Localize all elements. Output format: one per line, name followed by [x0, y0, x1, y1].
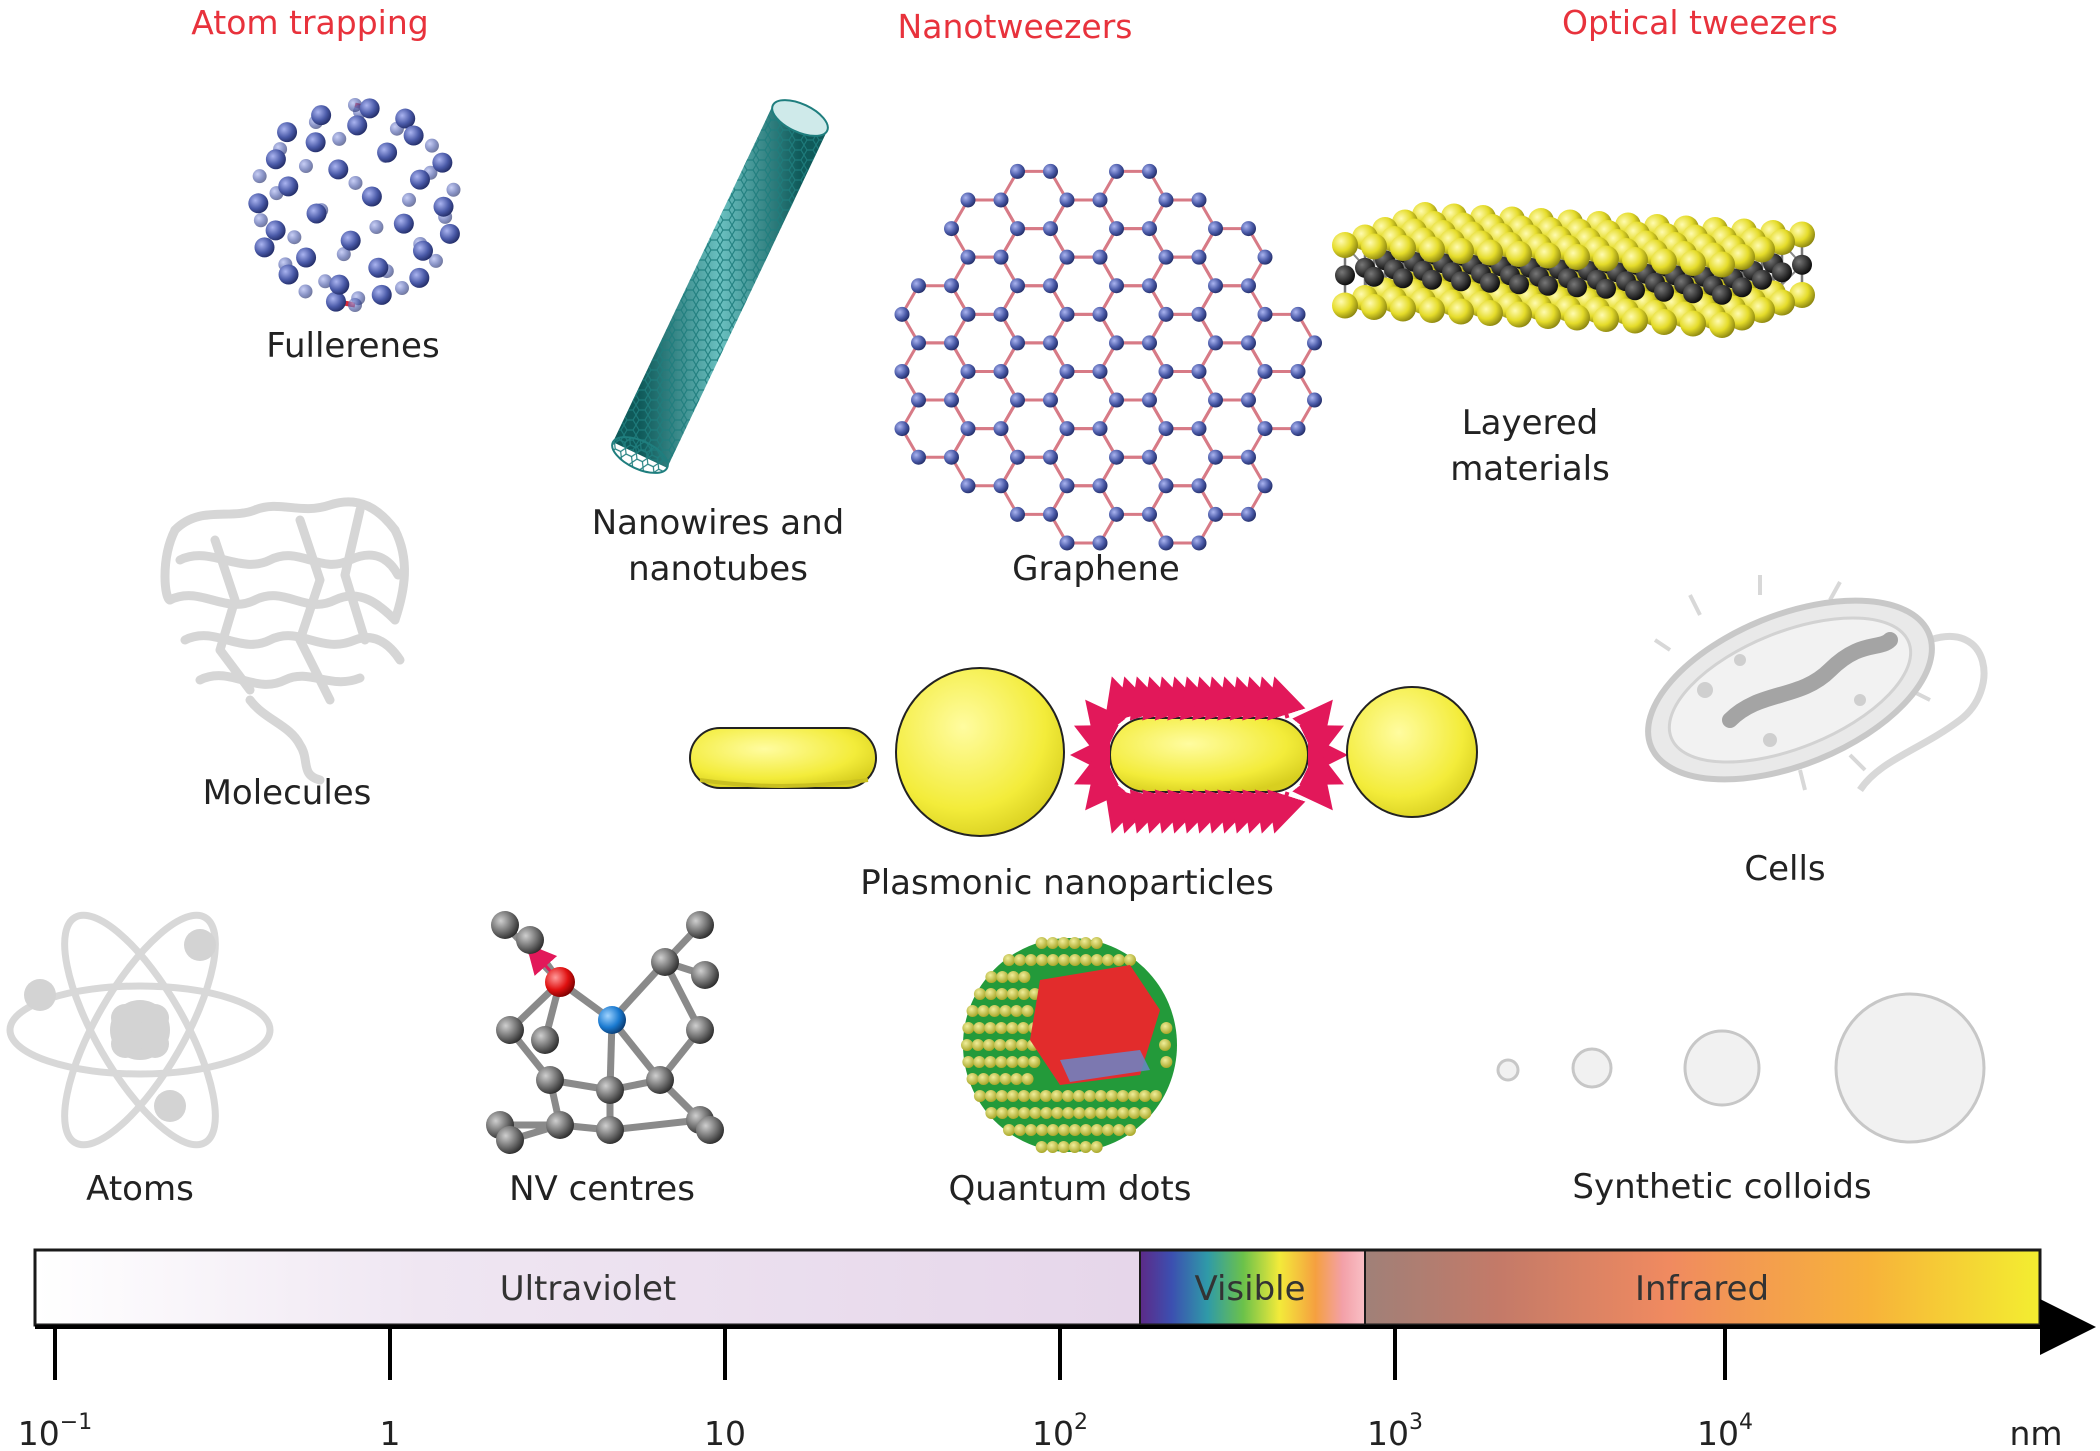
molecules-label: Molecules — [203, 773, 372, 813]
axis-tick-label: 104 — [1697, 1410, 1753, 1451]
gold-nanosphere-small-icon — [1346, 686, 1478, 818]
nv-centre-icon — [486, 911, 724, 1154]
nanotube-icon — [611, 99, 829, 474]
ultraviolet-label: Ultraviolet — [500, 1269, 677, 1309]
optical-tweezers-title: Optical tweezers — [1562, 3, 1838, 42]
synthetic-colloids-icon — [1496, 992, 1986, 1144]
cell-icon — [1645, 575, 1988, 793]
synthetic-colloids-label: Synthetic colloids — [1572, 1167, 1871, 1207]
nanowires-label-line1: Nanowires and — [592, 503, 845, 543]
layered-label-line2: materials — [1450, 449, 1610, 489]
layered-materials-icon — [1332, 202, 1815, 338]
infrared-band — [1365, 1250, 2040, 1325]
nanowires-label-line2: nanotubes — [628, 549, 808, 589]
plasmonic-nanoparticles-label: Plasmonic nanoparticles — [860, 863, 1274, 903]
quantum-dots-label: Quantum dots — [949, 1169, 1192, 1209]
graphene-icon — [894, 163, 1322, 551]
atom-nucleus-icon — [24, 929, 216, 1122]
quantum-dot-icon — [961, 937, 1177, 1153]
axis-unit-label: nm — [2009, 1414, 2062, 1451]
cells-label: Cells — [1744, 849, 1825, 889]
layered-label-line1: Layered — [1462, 403, 1599, 443]
fullerene-icon — [248, 98, 461, 312]
axis-tick-label: 103 — [1367, 1410, 1423, 1451]
gold-nanosphere-large-icon — [895, 667, 1065, 837]
graphene-label: Graphene — [1012, 549, 1180, 589]
fullerenes-label: Fullerenes — [266, 326, 439, 366]
nanotweezers-title: Nanotweezers — [898, 7, 1133, 46]
protein-molecule-icon — [160, 497, 409, 785]
infrared-label: Infrared — [1635, 1269, 1769, 1309]
axis-ticks: 10−1 1 10 102 103 104 — [18, 1327, 1753, 1451]
nv-centres-label: NV centres — [509, 1169, 695, 1209]
axis-tick-label: 10 — [704, 1414, 746, 1451]
axis-tick-label: 1 — [380, 1414, 401, 1451]
visible-band — [1140, 1250, 1365, 1325]
axis-tick-label: 10−1 — [18, 1410, 92, 1451]
atom-trapping-title: Atom trapping — [191, 3, 428, 42]
atoms-label: Atoms — [86, 1169, 194, 1209]
axis-tick-label: 102 — [1032, 1410, 1088, 1451]
gold-nanorod-icon — [689, 727, 877, 789]
atom-icon — [6, 911, 274, 1149]
visible-label: Visible — [1194, 1269, 1305, 1309]
ultraviolet-band — [35, 1250, 1140, 1325]
functionalized-nanorod-icon — [1070, 676, 1348, 834]
